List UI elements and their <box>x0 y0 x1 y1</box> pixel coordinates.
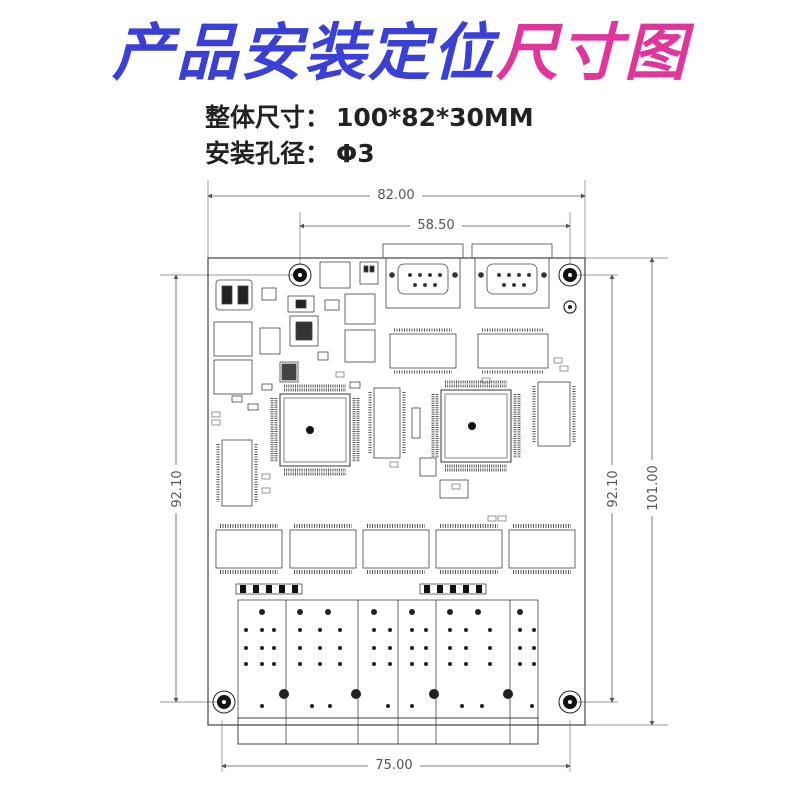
spec-label: 整体尺寸： <box>205 103 331 132</box>
rj45-ports <box>237 599 539 744</box>
main-chip-1 <box>270 384 360 476</box>
main-chip-2 <box>431 380 521 472</box>
dim-bottom-span: 75.00 <box>375 758 412 773</box>
mounting-hole-bottom-left <box>212 690 236 714</box>
spec-label: 安装孔径： <box>205 139 331 168</box>
top-connector-1 <box>382 243 464 309</box>
dim-right-hole-height: 92.10 <box>606 470 621 507</box>
dim-total-width: 82.00 <box>377 188 414 203</box>
mounting-hole-top-left <box>288 263 312 287</box>
pin-headers <box>235 583 487 595</box>
spec-hole-diameter: 安装孔径：Φ3 <box>205 134 375 170</box>
mounting-hole-bottom-right <box>558 690 582 714</box>
dim-left-hole-height: 92.10 <box>170 470 185 507</box>
mid-ic-group <box>216 328 576 507</box>
top-connector-2 <box>471 243 553 309</box>
page-title: 产品安装定位尺寸图 <box>0 18 800 88</box>
power-section <box>213 261 379 411</box>
transformer-row <box>215 524 576 574</box>
mounting-hole-top-right <box>558 263 582 287</box>
dim-connector-span: 58.50 <box>417 218 454 233</box>
title-part-1: 产品安装定位 <box>111 16 496 89</box>
dim-total-height: 101.00 <box>646 465 661 511</box>
spec-value: Φ3 <box>336 139 375 168</box>
passive-components <box>211 357 569 522</box>
mounting-holes <box>212 263 582 714</box>
spec-value: 100*82*30MM <box>336 103 534 132</box>
spec-overall-size: 整体尺寸：100*82*30MM <box>205 98 534 134</box>
title-part-2: 尺寸图 <box>496 16 689 89</box>
